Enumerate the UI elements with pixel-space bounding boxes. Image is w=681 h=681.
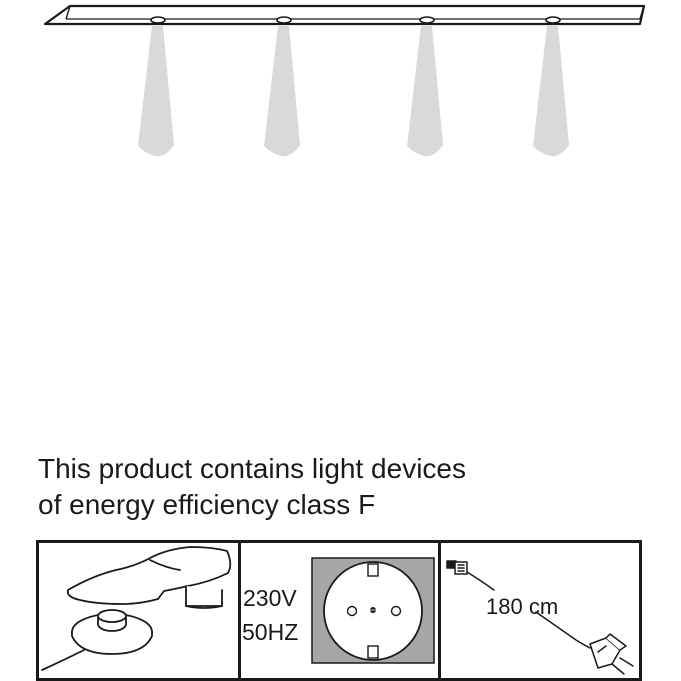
frequency-label: 50HZ	[242, 619, 298, 645]
light-rail-illustration	[43, 4, 646, 157]
cable-panel: 180 cm	[438, 540, 642, 681]
schuko-socket-icon	[311, 557, 435, 664]
light-rail	[43, 4, 646, 26]
statement-line-1: This product contains light devices	[38, 453, 466, 484]
spotlight-4	[533, 16, 569, 157]
spotlight-2	[264, 16, 300, 157]
statement-line-2: of energy efficiency class F	[38, 489, 376, 520]
power-cable-plug-icon	[446, 560, 634, 675]
power-panel: 230V 50HZ	[238, 540, 441, 681]
voltage-label: 230V	[243, 585, 297, 611]
energy-class-statement: This product contains light devices of e…	[38, 451, 638, 523]
foot-switch-panel	[36, 540, 241, 681]
cable-length-label: 180 cm	[486, 594, 558, 619]
foot-switch-icon	[41, 546, 232, 671]
spotlight-1	[138, 16, 174, 157]
spotlight-3	[407, 16, 443, 157]
